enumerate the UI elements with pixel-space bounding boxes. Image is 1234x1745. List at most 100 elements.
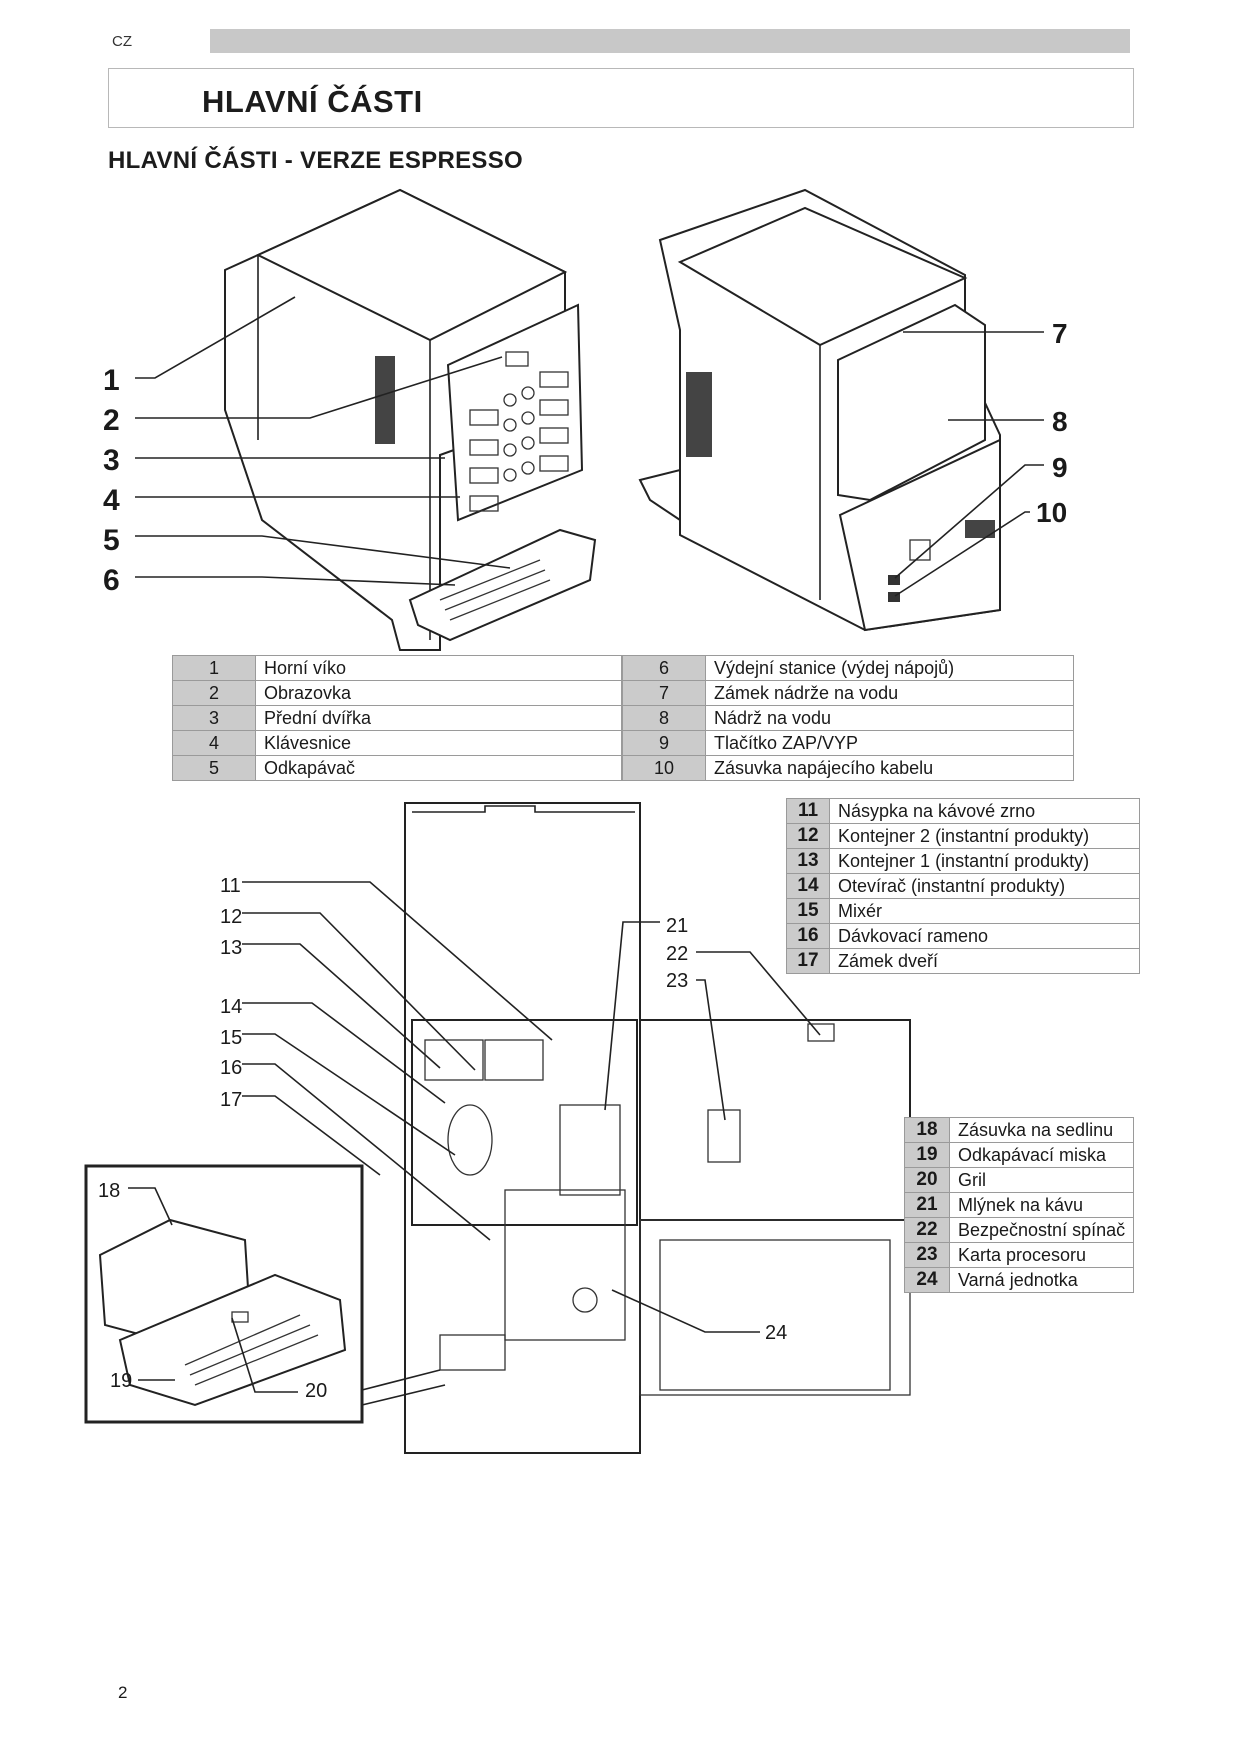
part-label: Tlačítko ZAP/VYP xyxy=(705,730,1074,756)
drip-tray-inset: 18 19 20 xyxy=(84,1164,446,1424)
part-number: 20 xyxy=(904,1167,950,1193)
part-number: 19 xyxy=(904,1142,950,1168)
callout-19: 19 xyxy=(110,1370,132,1392)
callout-3: 3 xyxy=(103,444,120,477)
part-number: 23 xyxy=(904,1242,950,1268)
callout-4: 4 xyxy=(103,484,120,517)
internal-view-callouts: 11 12 13 14 15 16 17 21 22 23 24 xyxy=(220,875,821,1344)
part-label: Zámek nádrže na vodu xyxy=(705,680,1074,706)
callout-9: 9 xyxy=(1052,452,1068,483)
callout-12: 12 xyxy=(220,906,242,928)
part-label: Kontejner 1 (instantní produkty) xyxy=(829,848,1140,874)
callout-21: 21 xyxy=(666,915,688,937)
callout-22: 22 xyxy=(666,943,688,965)
header-bar xyxy=(210,29,1130,53)
part-label: Bezpečnostní spínač xyxy=(949,1217,1134,1243)
part-label: Obrazovka xyxy=(255,680,622,706)
part-number: 13 xyxy=(786,848,830,874)
part-number: 17 xyxy=(786,948,830,974)
part-label: Karta procesoru xyxy=(949,1242,1134,1268)
title-box xyxy=(108,68,1134,128)
part-label: Horní víko xyxy=(255,655,622,681)
part-label: Zásuvka napájecího kabelu xyxy=(705,755,1074,781)
callout-5: 5 xyxy=(103,524,120,557)
part-number: 15 xyxy=(786,898,830,924)
part-number: 7 xyxy=(622,680,706,706)
language-code: CZ xyxy=(112,33,132,50)
part-number: 18 xyxy=(904,1117,950,1143)
part-label: Otevírač (instantní produkty) xyxy=(829,873,1140,899)
callout-10: 10 xyxy=(1036,497,1067,528)
callout-6: 6 xyxy=(103,564,120,597)
part-number: 8 xyxy=(622,705,706,731)
front-view-illustration xyxy=(224,188,597,651)
part-number: 9 xyxy=(622,730,706,756)
rear-view-callouts: 7 8 9 10 xyxy=(894,318,1068,597)
callout-14: 14 xyxy=(220,996,242,1018)
part-label: Zásuvka na sedlinu xyxy=(949,1117,1134,1143)
part-label: Varná jednotka xyxy=(949,1267,1134,1293)
callout-15: 15 xyxy=(220,1027,242,1049)
part-number: 14 xyxy=(786,873,830,899)
internal-view-illustration xyxy=(404,802,911,1454)
part-number: 11 xyxy=(786,798,830,824)
callout-1: 1 xyxy=(103,364,120,397)
part-number: 10 xyxy=(622,755,706,781)
part-number: 16 xyxy=(786,923,830,949)
part-label: Násypka na kávové zrno xyxy=(829,798,1140,824)
page-number: 2 xyxy=(118,1683,128,1702)
part-number: 1 xyxy=(172,655,256,681)
part-label: Gril xyxy=(949,1167,1134,1193)
callout-16: 16 xyxy=(220,1057,242,1079)
page-title: HLAVNÍ ČÁSTI xyxy=(202,84,423,119)
part-label: Výdejní stanice (výdej nápojů) xyxy=(705,655,1074,681)
part-number: 3 xyxy=(172,705,256,731)
part-label: Mixér xyxy=(829,898,1140,924)
callout-2: 2 xyxy=(103,404,120,437)
callout-11: 11 xyxy=(220,875,241,897)
callout-17: 17 xyxy=(220,1089,242,1111)
part-number: 22 xyxy=(904,1217,950,1243)
part-number: 21 xyxy=(904,1192,950,1218)
keypad xyxy=(469,371,569,512)
front-view-callouts: 1 2 3 4 5 6 xyxy=(103,296,511,597)
part-label: Zámek dveří xyxy=(829,948,1140,974)
part-number: 6 xyxy=(622,655,706,681)
part-number: 4 xyxy=(172,730,256,756)
section-subtitle: HLAVNÍ ČÁSTI - VERZE ESPRESSO xyxy=(108,147,523,174)
part-label: Mlýnek na kávu xyxy=(949,1192,1134,1218)
part-label: Odkapávač xyxy=(255,755,622,781)
part-number: 24 xyxy=(904,1267,950,1293)
callout-13: 13 xyxy=(220,937,242,959)
callout-24: 24 xyxy=(765,1322,787,1344)
part-label: Kontejner 2 (instantní produkty) xyxy=(829,823,1140,849)
part-label: Odkapávací miska xyxy=(949,1142,1134,1168)
part-label: Klávesnice xyxy=(255,730,622,756)
